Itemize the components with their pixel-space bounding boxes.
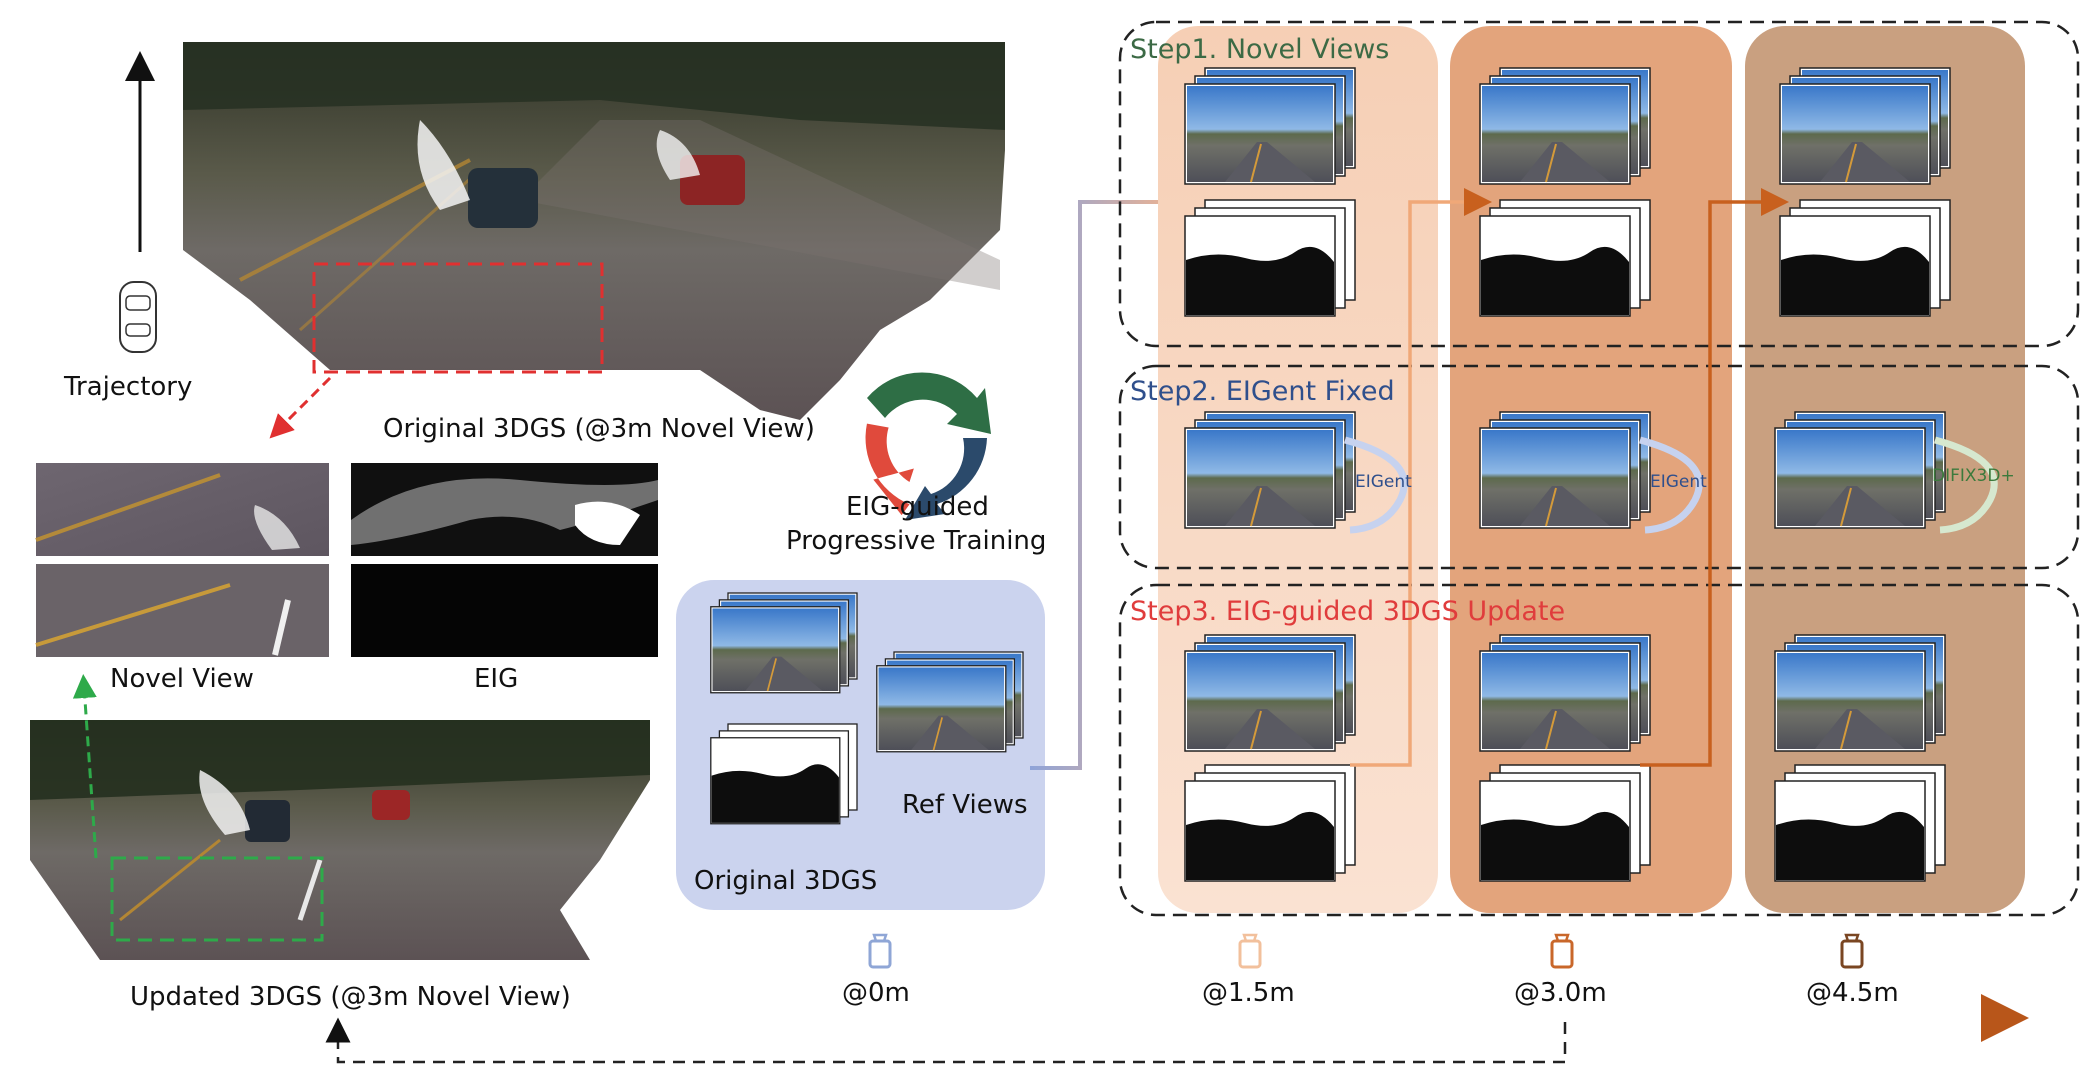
distance-label-0m: @0m — [842, 978, 910, 1008]
fixer-label-3: DIFIX3D+ — [1932, 466, 2015, 486]
distance-label-1p5m: @1.5m — [1202, 978, 1295, 1008]
original-3dgs-scene — [183, 42, 1005, 420]
eig-crop-bottom — [351, 564, 658, 657]
camera-icon-3p0m — [1552, 935, 1572, 967]
novel-view-crop-top — [36, 463, 329, 556]
distance-label-4p5m: @4.5m — [1806, 978, 1899, 1008]
step1-label: Step1. Novel Views — [1130, 34, 1389, 65]
trajectory-label: Trajectory — [64, 372, 192, 402]
camera-icon-1p5m — [1240, 935, 1260, 967]
camera-icon-0m — [870, 935, 890, 967]
novel-view-crop-bottom — [36, 564, 329, 657]
camera-icon-4p5m — [1842, 935, 1862, 967]
fixer-label-1: EIGent — [1355, 472, 1412, 492]
eig-label: EIG — [474, 664, 518, 694]
eig-guided-label-line1: EIG-guided — [846, 492, 989, 522]
feedback-loop-arrow — [338, 1022, 1565, 1062]
original-3dgs-top-label: Original 3DGS (@3m Novel View) — [383, 414, 815, 444]
eig-guided-label-line2: Progressive Training — [786, 526, 1046, 556]
red-zoom-arrow — [278, 378, 330, 430]
updated-3dgs-label: Updated 3DGS (@3m Novel View) — [130, 982, 571, 1012]
distance-label-3p0m: @3.0m — [1514, 978, 1607, 1008]
fixer-label-2: EIGent — [1650, 472, 1707, 492]
car-icon — [120, 282, 156, 352]
step3-label: Step3. EIG-guided 3DGS Update — [1130, 596, 1565, 627]
novel-view-label: Novel View — [110, 664, 254, 694]
original-3dgs-label: Original 3DGS — [694, 866, 877, 896]
eig-crop-top — [351, 463, 658, 556]
updated-3dgs-scene — [30, 720, 650, 960]
step2-label: Step2. EIGent Fixed — [1130, 376, 1395, 407]
ref-views-label: Ref Views — [902, 790, 1028, 820]
